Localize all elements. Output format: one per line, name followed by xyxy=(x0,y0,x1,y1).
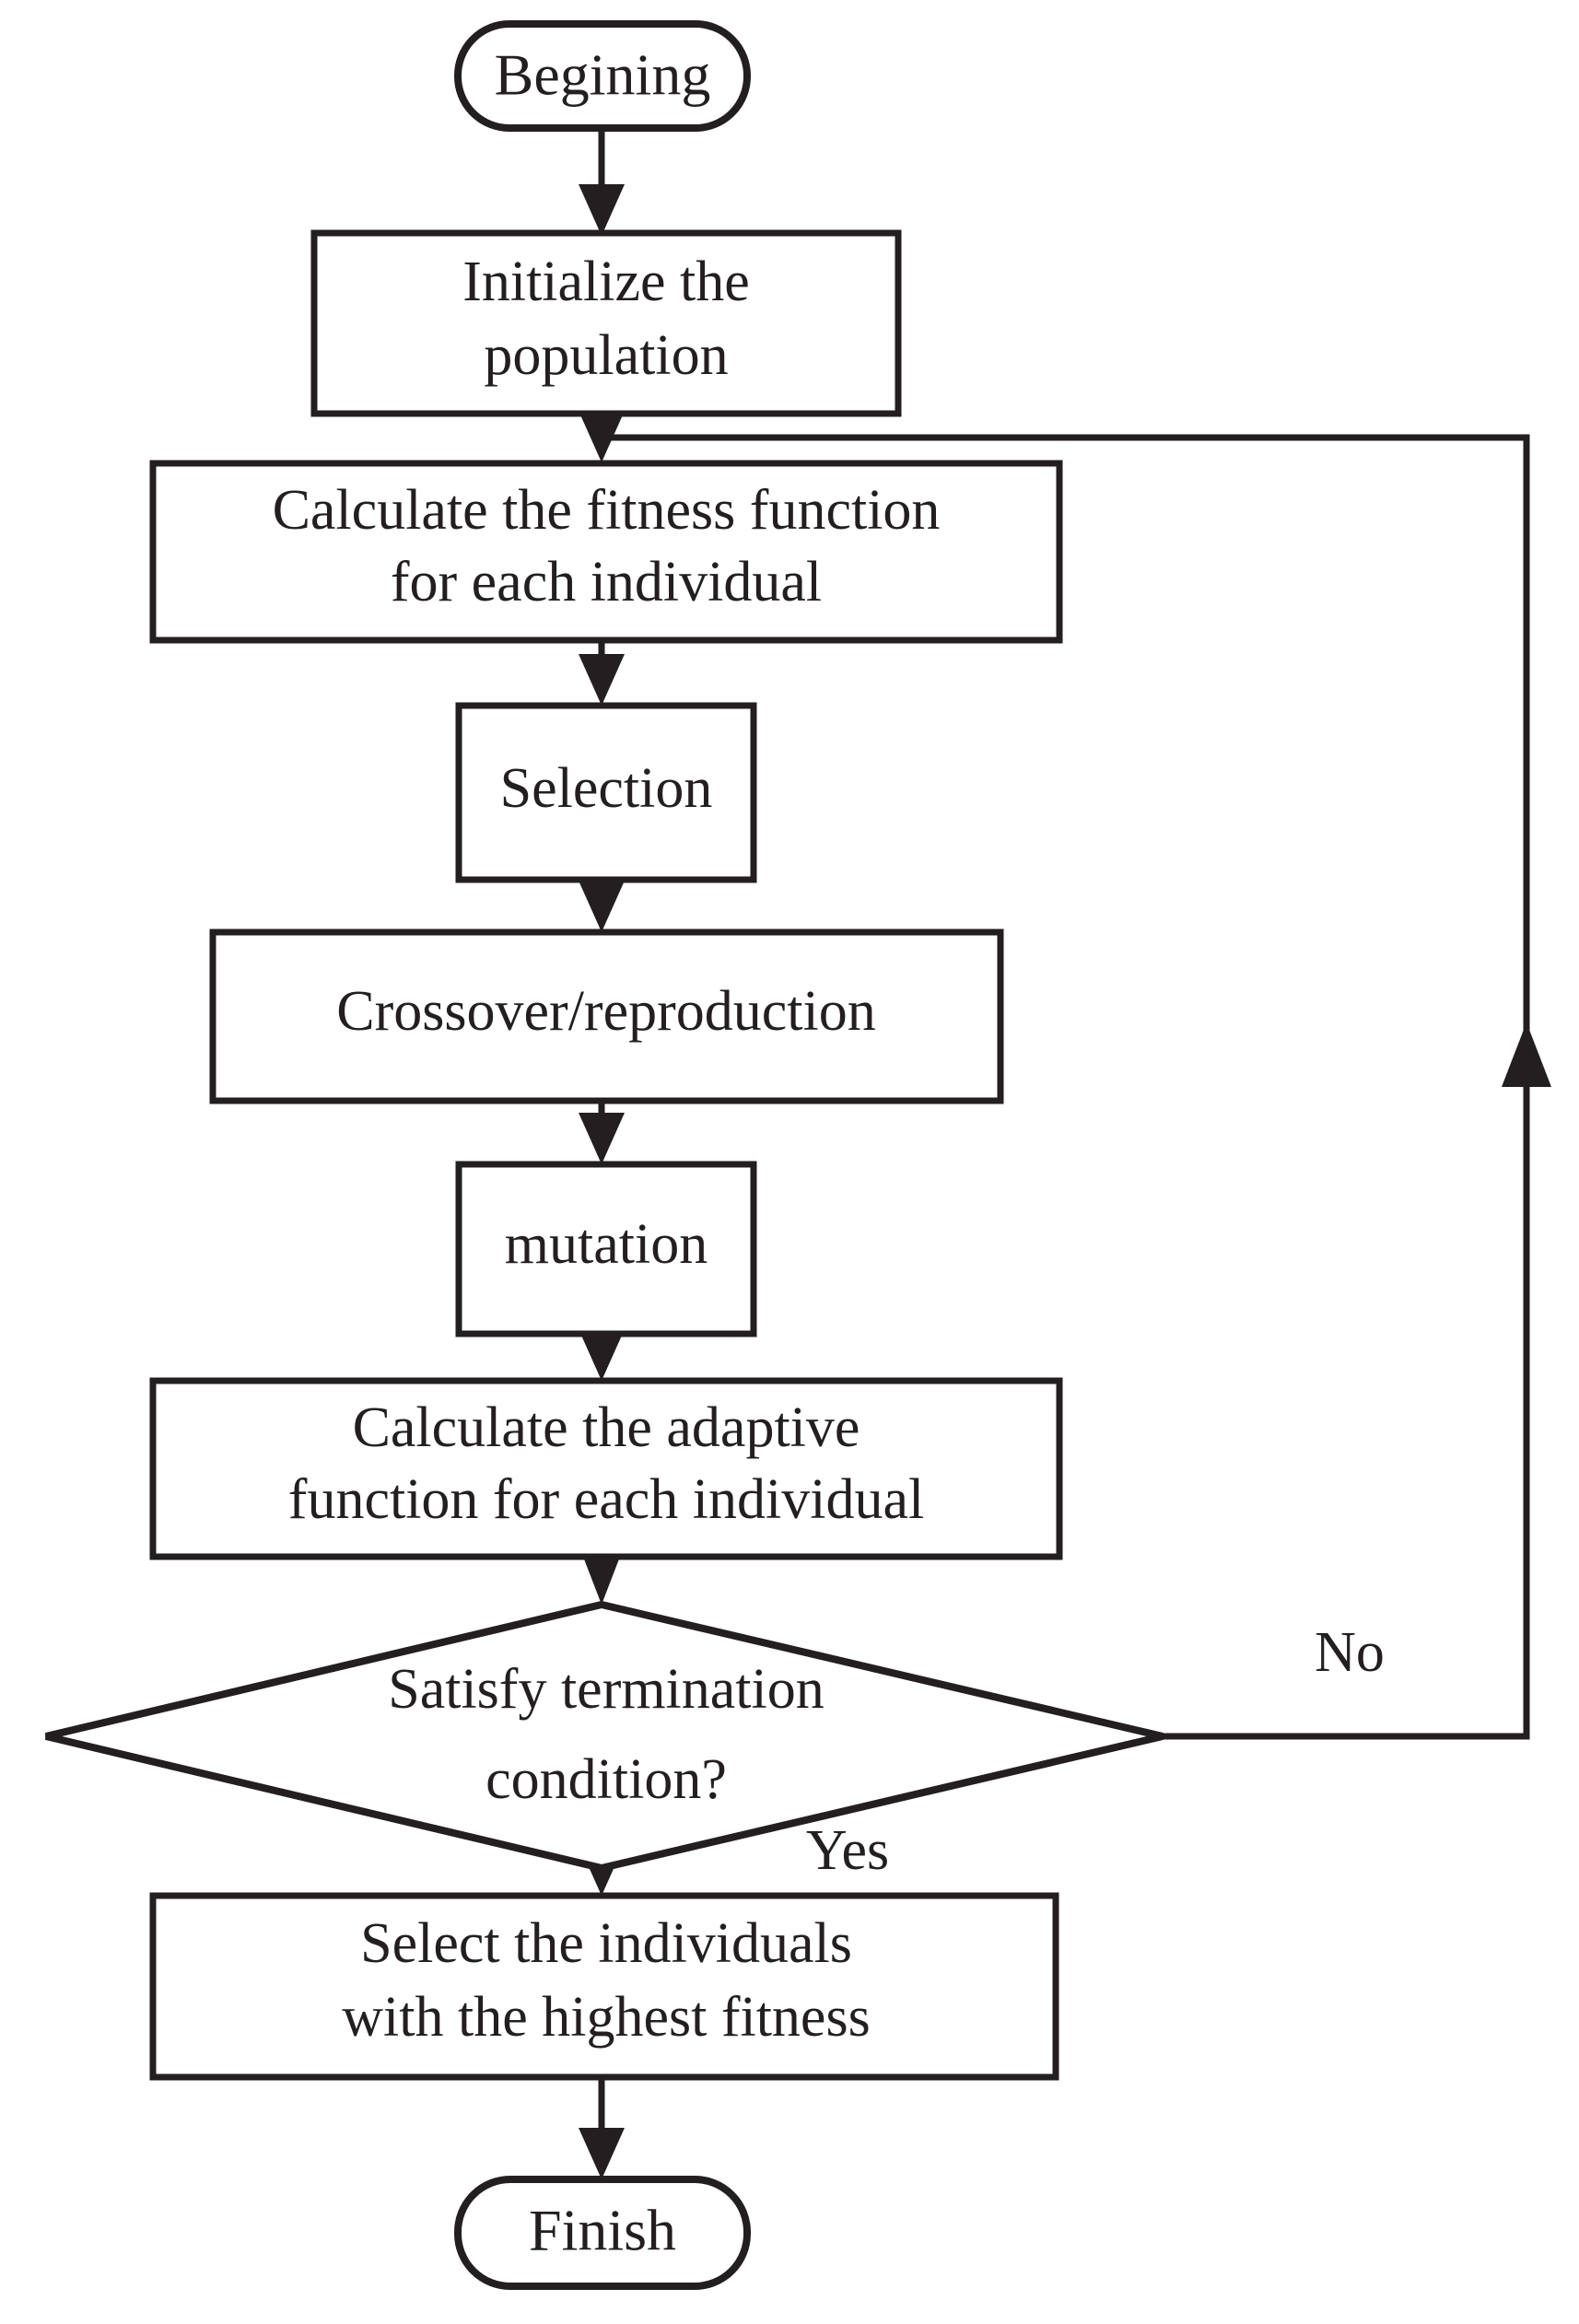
node-crossover[interactable]: Crossover/reproduction xyxy=(209,928,1004,1104)
node-fitness[interactable]: Calculate the fitness function for each … xyxy=(149,460,1063,644)
edge-initialize-to-fitness xyxy=(579,411,625,462)
node-finish[interactable]: Finish xyxy=(454,2176,751,2290)
arrow-head-icon xyxy=(583,1557,620,1605)
termination-shape xyxy=(45,1600,1164,1873)
node-mutation[interactable]: mutation xyxy=(455,1161,757,1337)
edge-select-best-to-finish xyxy=(579,2077,625,2179)
edge-fitness-to-selection xyxy=(579,640,625,706)
arrow-head-icon xyxy=(579,1113,625,1164)
node-termination[interactable]: Satisfy termination condition? xyxy=(45,1600,1164,1873)
node-fitness-label-line1: Calculate the fitness function xyxy=(273,479,941,542)
edge-crossover-to-mutation xyxy=(579,1101,625,1164)
edge-label-yes: Yes xyxy=(806,1819,889,1882)
edge-begining-to-initialize xyxy=(579,129,625,236)
node-begining-label: Begining xyxy=(495,42,711,108)
node-mutation-label: mutation xyxy=(505,1213,708,1276)
node-finish-label: Finish xyxy=(529,2198,676,2263)
edge-label-no: No xyxy=(1315,1621,1385,1684)
fitness-shape xyxy=(149,460,1063,644)
arrow-head-icon xyxy=(579,411,625,462)
node-adaptive-label-line1: Calculate the adaptive xyxy=(353,1396,860,1459)
arrow-head-icon xyxy=(579,2128,625,2179)
adaptive-shape xyxy=(149,1377,1063,1560)
node-select-best[interactable]: Select the individuals with the highest … xyxy=(149,1892,1059,2081)
node-initialize-label-line1: Initialize the xyxy=(462,251,750,313)
node-fitness-label-line2: for each individual xyxy=(391,551,822,613)
mutation-shape xyxy=(455,1161,757,1337)
node-adaptive[interactable]: Calculate the adaptive function for each… xyxy=(149,1377,1063,1560)
node-select-best-label-line2: with the highest fitness xyxy=(342,1986,870,2049)
node-initialize[interactable]: Initialize the population xyxy=(310,229,902,417)
finish-shape xyxy=(454,2176,751,2290)
node-initialize-label-line2: population xyxy=(484,324,728,387)
arrow-head-icon xyxy=(579,1329,625,1381)
arrow-head-icon xyxy=(579,184,625,236)
node-begining[interactable]: Begining xyxy=(454,20,751,132)
arrow-head-icon xyxy=(579,654,625,706)
node-crossover-label: Crossover/reproduction xyxy=(336,980,875,1043)
initialize-shape xyxy=(310,229,902,417)
node-selection-label: Selection xyxy=(500,757,713,820)
arrow-head-icon xyxy=(579,881,625,932)
edge-termination-no-feedback xyxy=(604,434,1551,1740)
edge-selection-to-crossover xyxy=(579,880,625,932)
node-termination-label-line2: condition? xyxy=(485,1748,727,1811)
node-select-best-label-line1: Select the individuals xyxy=(360,1912,852,1975)
node-adaptive-label-line2: function for each individual xyxy=(288,1468,924,1531)
node-termination-label-line1: Satisfy termination xyxy=(388,1658,825,1721)
arrow-head-icon xyxy=(1502,1022,1551,1087)
selection-shape xyxy=(455,702,757,883)
node-selection[interactable]: Selection xyxy=(455,702,757,883)
edge-adaptive-to-termination xyxy=(583,1557,620,1605)
begining-shape xyxy=(454,20,751,132)
select-best-shape xyxy=(149,1892,1059,2081)
crossover-shape xyxy=(209,928,1004,1104)
